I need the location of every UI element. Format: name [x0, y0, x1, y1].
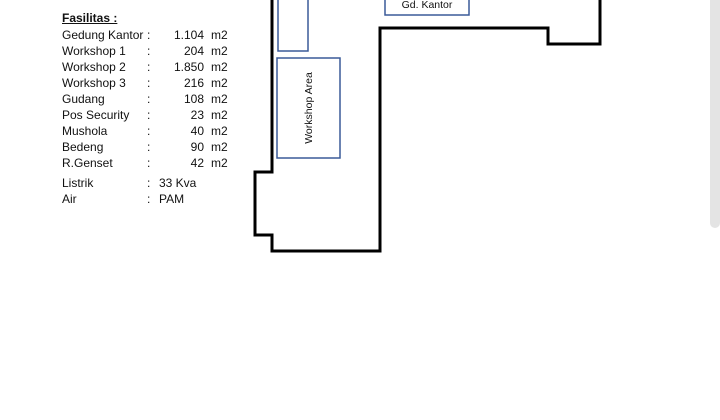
facility-name: Gudang: [62, 92, 105, 106]
utility-colon: :: [147, 192, 151, 206]
utility-name: Air: [62, 192, 77, 206]
facility-unit: m2: [211, 140, 228, 154]
utility-row-listrik: Listrik : 33 Kva: [62, 175, 196, 191]
facility-row: Mushola : 40 m2: [62, 123, 228, 139]
facility-row: Workshop 3 : 216 m2: [62, 75, 228, 91]
facility-row: Workshop 2 : 1.850 m2: [62, 59, 228, 75]
facility-row: Pos Security : 23 m2: [62, 107, 228, 123]
facility-row: Bedeng : 90 m2: [62, 139, 228, 155]
workshop-area-label: Workshop Area: [303, 72, 315, 144]
utility-name: Listrik: [62, 176, 94, 190]
facility-colon: :: [147, 44, 151, 58]
facility-name: R.Genset: [62, 156, 113, 170]
facility-value: 216: [183, 76, 204, 90]
facility-colon: :: [147, 140, 151, 154]
utility-value: 33 Kva: [159, 176, 197, 190]
facility-value: 1.104: [173, 28, 204, 42]
facility-value: 90: [190, 140, 204, 154]
facility-unit: m2: [211, 124, 228, 138]
facility-name: Workshop 1: [62, 44, 126, 58]
facility-name: Mushola: [62, 124, 108, 138]
facility-row: Gedung Kantor : 1.104 m2: [62, 27, 228, 43]
facility-colon: :: [147, 108, 151, 122]
facility-colon: :: [147, 92, 151, 106]
facility-row: R.Genset : 42 m2: [62, 155, 228, 171]
office-building-label: Gd. Kantor: [402, 0, 453, 11]
facility-colon: :: [147, 124, 151, 138]
upper-left-room: [277, 0, 309, 52]
facility-value: 108: [183, 92, 204, 106]
facility-colon: :: [147, 156, 151, 170]
facility-row: Gudang : 108 m2: [62, 91, 228, 107]
facility-unit: m2: [211, 28, 228, 42]
facility-unit: m2: [211, 108, 228, 122]
office-building-room: [384, 0, 470, 16]
workshop-area-room: [276, 57, 341, 159]
facility-name: Gedung Kantor: [62, 28, 144, 42]
facility-name: Workshop 3: [62, 76, 126, 90]
facility-value: 204: [183, 44, 204, 58]
facilities-list: Fasilitas : Gedung Kantor : 1.104 m2 Wor…: [62, 10, 228, 207]
utility-value: PAM: [159, 192, 185, 206]
facility-unit: m2: [211, 92, 228, 106]
facilities-title: Fasilitas :: [62, 11, 118, 25]
facility-name: Bedeng: [62, 140, 104, 154]
utility-colon: :: [147, 176, 151, 190]
vertical-scrollbar[interactable]: [710, 0, 720, 228]
facility-colon: :: [147, 28, 151, 42]
facility-unit: m2: [211, 44, 228, 58]
facility-name: Pos Security: [62, 108, 130, 122]
facility-row: Workshop 1 : 204 m2: [62, 43, 228, 59]
facility-unit: m2: [211, 156, 228, 170]
facility-value: 1.850: [173, 60, 204, 74]
facility-value: 42: [190, 156, 204, 170]
outer-wall: [253, 0, 602, 253]
facility-unit: m2: [211, 76, 228, 90]
facility-colon: :: [147, 76, 151, 90]
facility-colon: :: [147, 60, 151, 74]
facility-name: Workshop 2: [62, 60, 126, 74]
utility-row-air: Air : PAM: [62, 191, 184, 207]
facility-value: 23: [190, 108, 204, 122]
facility-unit: m2: [211, 60, 228, 74]
facility-value: 40: [190, 124, 204, 138]
